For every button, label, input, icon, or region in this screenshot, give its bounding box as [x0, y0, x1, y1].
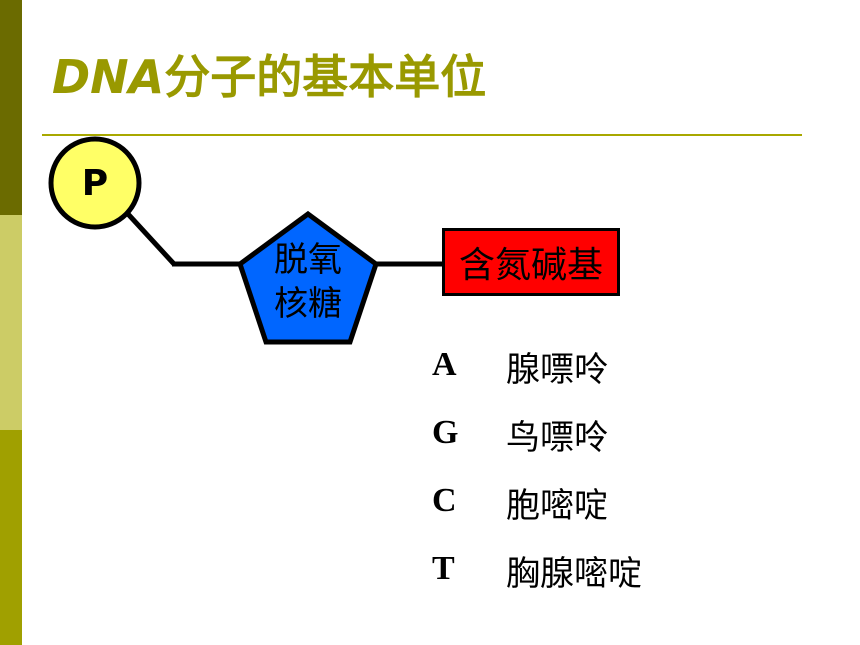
nitrogenous-base-label: 含氮碱基 [458, 245, 603, 286]
slide-title: DNA分子的基本单位 [52, 54, 486, 100]
phosphate-circle [48, 136, 142, 230]
title-latin: DNA [52, 50, 165, 104]
base-letter: G [432, 414, 459, 451]
base-row-c: C 胞嘧啶 [430, 476, 690, 544]
nitrogenous-base-box: 含氮碱基 [442, 228, 620, 296]
side-bar-middle [0, 215, 22, 430]
base-name: 腺嘌呤 [506, 350, 608, 390]
title-chinese: 分子的基本单位 [164, 50, 487, 104]
base-letter: T [432, 550, 455, 587]
base-name: 胞嘧啶 [506, 486, 608, 526]
phosphate-link-diagonal [126, 212, 176, 266]
base-row-t: T 胸腺嘧啶 [430, 544, 690, 612]
sugar-label-line-1: 脱氧 [274, 240, 342, 280]
base-row-g: G 鸟嘌呤 [430, 408, 690, 476]
title-rule [42, 134, 802, 136]
side-bar-bottom [0, 430, 22, 645]
phosphate-label: P [81, 162, 109, 204]
base-list: A 腺嘌呤 G 鸟嘌呤 C 胞嘧啶 T 胸腺嘧啶 [430, 340, 690, 612]
sugar-label-line-2: 核糖 [274, 284, 342, 324]
base-letter: A [432, 346, 457, 383]
deoxyribose-pentagon [237, 210, 379, 345]
side-bar-top [0, 0, 22, 215]
base-name: 胸腺嘧啶 [506, 554, 642, 594]
base-letter: C [432, 482, 457, 519]
sugar-label: 脱氧 核糖 [246, 238, 370, 326]
base-row-a: A 腺嘌呤 [430, 340, 690, 408]
base-name: 鸟嘌呤 [506, 418, 608, 458]
